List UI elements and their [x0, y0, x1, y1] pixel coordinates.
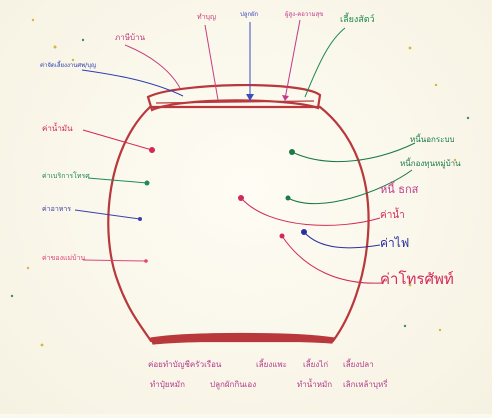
- label-water-bill: ค่าน้ำ: [380, 211, 405, 221]
- label-informal-debt: หนี้นอกระบบ: [410, 136, 455, 144]
- bottom-note-2-1: ทำปุ๋ยหมัก: [150, 378, 185, 391]
- label-house-tax: ภาษีบ้าน: [115, 34, 145, 42]
- label-funeral-merit-costs: ค่าจัดเลี้ยงงานศพ/บุญ: [40, 63, 96, 69]
- bottom-note-1-3: เลี้ยงไก่: [303, 358, 328, 371]
- label-phone-bill: ค่าโทรศัพท์: [380, 272, 454, 287]
- bottom-note-2-2: ปลูกผักกินเอง: [210, 378, 256, 391]
- label-grow-vegetables: ปลูกผัก: [240, 12, 258, 18]
- label-village-fund-debt: หนี้กองทุนหมู่บ้าน: [400, 160, 461, 168]
- label-phone-service: ค่าเบริการโทรศ: [42, 173, 90, 180]
- bottom-note-2-4: เลิกเหล้าบุหรี่: [343, 378, 388, 391]
- label-raise-animals: เลี้ยงสัตว์: [340, 16, 375, 25]
- label-elderly-happiness: ผู้สูง-คอวามสุข: [285, 12, 323, 18]
- label-fuel-cost: ค่าน้ำมัน: [42, 125, 73, 133]
- bottom-note-1-4: เลี้ยงปลา: [343, 358, 374, 371]
- pot-body: [108, 107, 368, 341]
- bottom-note-1-1: ค่อยทำบัญชีครัวเรือน: [148, 358, 221, 371]
- label-merit-making: ทำบุญ: [197, 14, 216, 21]
- label-electric-bill: ค่าไฟ: [380, 237, 409, 249]
- pot-base: [151, 334, 334, 345]
- label-food-cost: ค่าอาหาร: [42, 206, 71, 213]
- bottom-note-2-3: ทำน้ำหมัก: [297, 378, 332, 391]
- left-connectors: [75, 130, 155, 263]
- label-housewife-cost: ค่าของแม่บ้าน: [42, 255, 85, 262]
- bottom-note-1-2: เลี้ยงแพะ: [256, 358, 287, 371]
- label-baac-debt: หนี้ ธกส: [380, 184, 418, 195]
